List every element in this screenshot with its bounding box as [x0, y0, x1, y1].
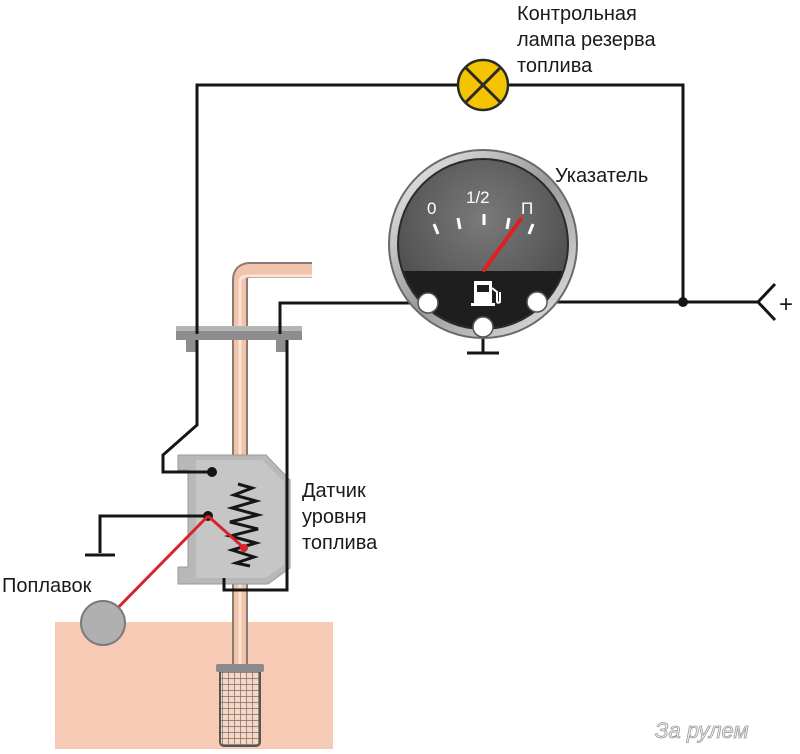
reserve-lamp — [456, 58, 510, 112]
float — [80, 600, 126, 646]
fuel-pump-icon — [471, 281, 501, 306]
lamp-label-line1: Контрольная — [517, 3, 637, 25]
junction-dot — [678, 297, 688, 307]
gauge-scale-full: П — [521, 199, 533, 218]
float-label: Поплавок — [2, 575, 92, 597]
sensor-label-line2: уровня — [302, 506, 367, 528]
gauge-terminal-ground — [472, 316, 494, 338]
lamp-label-line3: топлива — [517, 55, 593, 77]
watermark: За рулем — [655, 718, 749, 743]
fuel-gauge: 0 1/2 П — [388, 149, 578, 339]
gauge-terminal-left — [417, 292, 439, 314]
gauge-scale-half: 1/2 — [466, 188, 490, 207]
sensor-flange — [176, 326, 302, 352]
resistor-spring — [224, 482, 264, 568]
fuel-filter — [216, 664, 264, 747]
wiring — [85, 83, 760, 592]
gauge-label: Указатель — [555, 165, 648, 187]
gauge-scale-empty: 0 — [427, 199, 436, 218]
sensor-label-line3: топлива — [302, 532, 378, 554]
plus-terminal — [755, 282, 777, 322]
lamp-label-line2: лампа резерва — [517, 29, 656, 51]
gauge-terminal-right — [526, 291, 548, 313]
gauge-needle — [482, 217, 523, 272]
float-arm — [101, 514, 248, 625]
pickup-tube — [232, 262, 312, 740]
sensor-label-line1: Датчик — [302, 480, 366, 502]
sensor-terminal — [207, 467, 217, 477]
plus-label: + — [779, 291, 793, 318]
